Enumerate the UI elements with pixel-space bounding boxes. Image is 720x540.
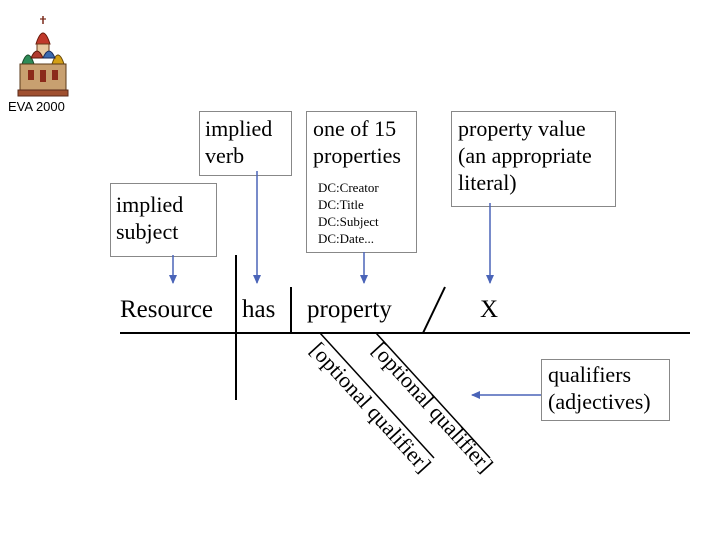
- kremlin-cathedral-icon: [17, 16, 69, 97]
- value-word: X: [480, 296, 499, 323]
- implied-subject-box: implied subject: [110, 183, 217, 257]
- resource-word: Resource: [120, 296, 214, 323]
- property-value-box: property value (an appropriate literal): [451, 111, 616, 207]
- object-complement-slash: [422, 286, 446, 334]
- properties-box: one of 15 properties DC:Creator DC:Title…: [306, 111, 417, 253]
- has-word: has: [242, 296, 276, 323]
- implied-verb-box: implied verb: [199, 111, 292, 176]
- property-word: property: [307, 296, 392, 323]
- logo-caption: EVA 2000: [8, 99, 65, 114]
- qualifiers-note-box: qualifiers (adjectives): [541, 359, 670, 421]
- qualifier-slant-1: [319, 332, 435, 459]
- logo: [14, 14, 72, 98]
- properties-count-label: one of 15 properties: [313, 116, 401, 168]
- property-examples-list: DC:Creator DC:Title DC:Subject DC:Date..…: [318, 180, 379, 246]
- qualifier-slant-2: [375, 332, 491, 459]
